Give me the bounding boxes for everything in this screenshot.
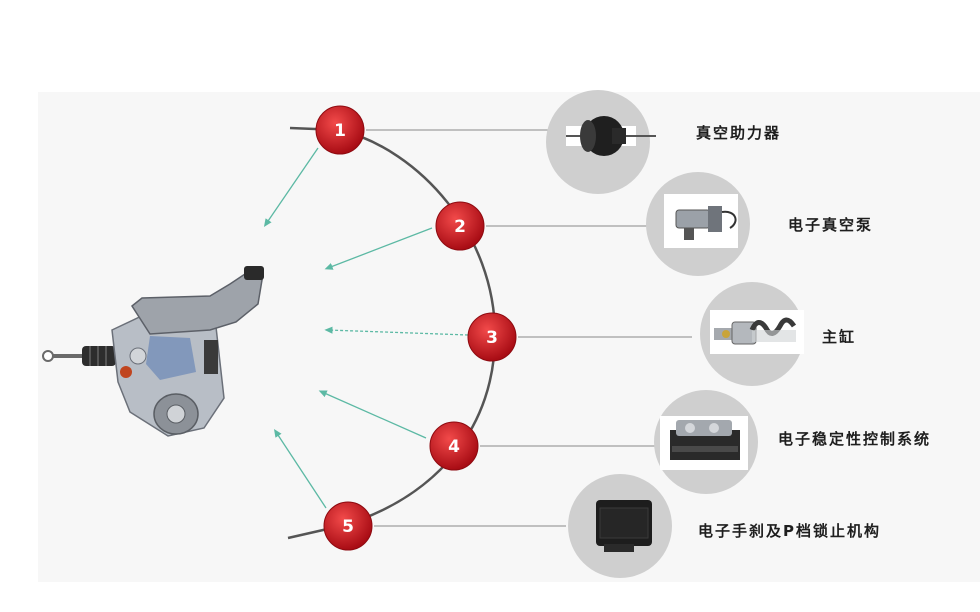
component-label-3: 主缸 <box>822 328 857 346</box>
component-label-1: 真空助力器 <box>696 124 782 142</box>
node-number: 4 <box>448 437 460 457</box>
node-2: 2 <box>435 201 485 251</box>
node-circle <box>315 105 365 155</box>
component-label-5: 电子手刹及P档锁止机构 <box>698 522 881 540</box>
node-number: 5 <box>342 517 354 537</box>
thumbnail-esc-module <box>654 390 758 494</box>
node-circle <box>435 201 485 251</box>
arrow-5 <box>273 428 327 509</box>
electric-vacuum-pump-icon <box>664 194 738 248</box>
node-1: 1 <box>315 105 365 155</box>
thumbnail-electric-vacuum-pump <box>646 172 750 276</box>
node-4: 4 <box>429 421 479 471</box>
node-number: 2 <box>454 217 466 237</box>
node-circle <box>429 421 479 471</box>
node-3: 3 <box>467 312 517 362</box>
vacuum-booster-icon <box>566 116 656 156</box>
connector-lines <box>366 129 692 527</box>
system-arc <box>287 126 497 540</box>
arrow-2 <box>324 227 433 270</box>
arrow-3 <box>324 326 469 336</box>
arrow-4 <box>318 390 427 439</box>
thumbnail-epb-controller <box>568 474 672 578</box>
component-label-2: 电子真空泵 <box>788 216 874 234</box>
integrated-brake-unit-icon <box>42 266 264 437</box>
thumbnail-master-cylinder <box>700 282 804 386</box>
master-cylinder-icon <box>710 310 804 354</box>
esc-module-icon <box>660 416 748 470</box>
node-5: 5 <box>323 501 373 551</box>
node-number: 3 <box>486 328 498 348</box>
flow-arrows <box>263 147 469 509</box>
node-circle <box>323 501 373 551</box>
thumbnail-vacuum-booster <box>546 90 656 194</box>
arrow-1 <box>263 147 319 228</box>
node-circle <box>467 312 517 362</box>
component-label-4: 电子稳定性控制系统 <box>778 430 932 448</box>
epb-controller-icon <box>596 500 652 552</box>
node-number: 1 <box>334 121 346 141</box>
